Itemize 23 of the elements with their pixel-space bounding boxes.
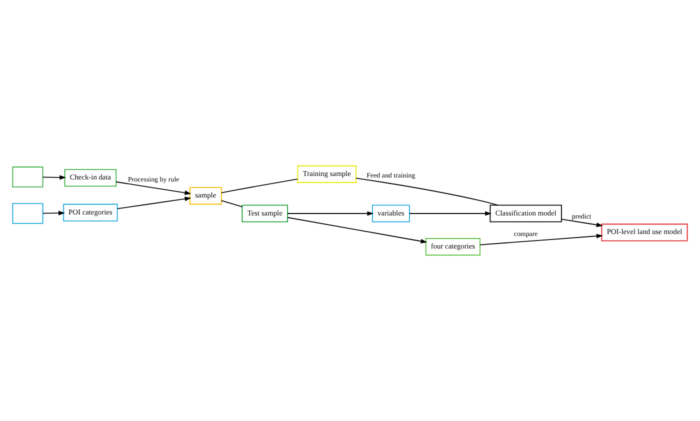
arrow bbox=[42, 210, 65, 216]
node-box: Check-in data bbox=[64, 169, 117, 187]
node-box bbox=[12, 166, 44, 188]
arrow bbox=[116, 196, 192, 210]
node-box: four categories bbox=[425, 238, 480, 256]
connector bbox=[356, 178, 498, 206]
connector bbox=[220, 200, 243, 208]
node-box: POI-level land use model bbox=[601, 224, 688, 242]
arrow bbox=[116, 181, 192, 195]
node-box: POI categories bbox=[63, 204, 118, 222]
node-box: variables bbox=[372, 204, 410, 222]
arrow bbox=[409, 211, 492, 216]
node-box: Training sample bbox=[297, 165, 356, 183]
arrow bbox=[560, 218, 603, 228]
arrow bbox=[287, 217, 428, 244]
arrow bbox=[42, 175, 66, 180]
node-box bbox=[12, 203, 44, 224]
arrow bbox=[287, 211, 374, 216]
node-box: Classification model bbox=[490, 204, 562, 222]
arrow bbox=[480, 234, 603, 246]
node-box: Test sample bbox=[242, 204, 288, 222]
node-box: sample bbox=[189, 187, 222, 205]
connector bbox=[220, 178, 298, 194]
